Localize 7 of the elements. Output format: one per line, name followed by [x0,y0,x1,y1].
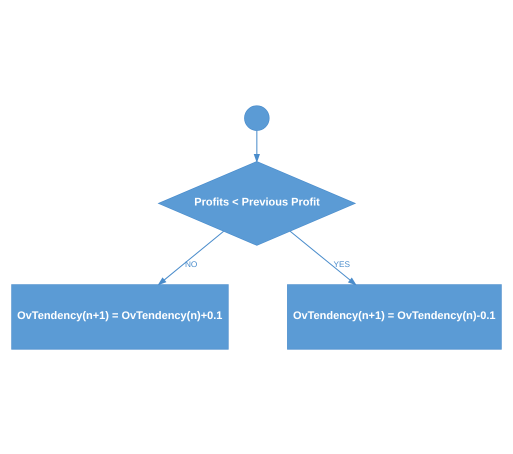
arrow [158,230,224,285]
node-box: OvTendency(n+1) = OvTendency(n)+0.1 [11,284,229,350]
arrow [290,230,357,286]
node-box: OvTendency(n+1) = OvTendency(n)-0.1 [287,284,502,350]
node-diamond: Profits < Previous Profit [158,160,356,246]
node-circle [244,104,270,130]
arrow [254,130,260,162]
